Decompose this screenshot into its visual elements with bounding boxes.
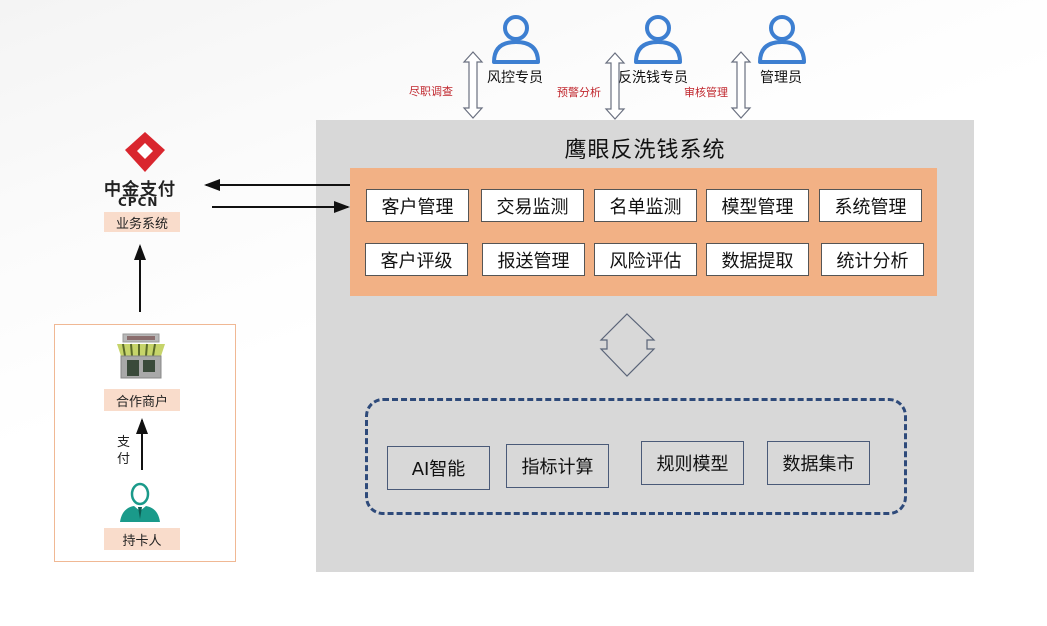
module-panel (350, 168, 937, 296)
module-transaction-monitoring[interactable]: 交易监测 (481, 189, 584, 222)
logo-text-en: CPCN (118, 195, 159, 209)
module-model-management[interactable]: 模型管理 (706, 189, 809, 222)
data-rule-model[interactable]: 规则模型 (641, 441, 744, 485)
module-statistical-analysis[interactable]: 统计分析 (821, 243, 924, 276)
cpcn-logo-icon (125, 132, 165, 172)
double-arrow-icon (730, 51, 752, 119)
merchant-tag: 合作商户 (104, 389, 180, 411)
role-label: 反洗钱专员 (618, 70, 688, 86)
module-list-monitoring[interactable]: 名单监测 (594, 189, 697, 222)
module-data-extraction[interactable]: 数据提取 (706, 243, 809, 276)
module-risk-assessment[interactable]: 风险评估 (594, 243, 697, 276)
user-icon (492, 15, 540, 64)
store-icon (117, 333, 165, 379)
role-label: 风控专员 (487, 70, 543, 86)
module-customer-management[interactable]: 客户管理 (366, 189, 469, 222)
pay-label: 支付 (117, 435, 131, 467)
module-system-management[interactable]: 系统管理 (819, 189, 922, 222)
double-arrow-icon (462, 51, 484, 119)
cardholder-icon (120, 482, 160, 522)
business-system-tag: 业务系统 (104, 212, 180, 232)
module-customer-rating[interactable]: 客户评级 (365, 243, 468, 276)
user-icon (634, 15, 682, 64)
data-layer-group (365, 398, 907, 515)
data-indicator-calc[interactable]: 指标计算 (506, 444, 609, 488)
logo-text-cn: 中金支付 (104, 180, 176, 200)
user-risk-control (490, 12, 542, 64)
user-aml-specialist (632, 12, 684, 64)
action-label: 尽职调查 (409, 85, 453, 98)
action-label: 预警分析 (557, 86, 601, 99)
data-mart[interactable]: 数据集市 (767, 441, 870, 485)
user-icon (758, 15, 806, 64)
action-label: 审核管理 (684, 86, 728, 99)
user-admin (756, 12, 808, 64)
data-ai[interactable]: AI智能 (387, 446, 490, 490)
role-label: 管理员 (760, 70, 802, 86)
module-report-management[interactable]: 报送管理 (482, 243, 585, 276)
system-title: 鹰眼反洗钱系统 (564, 138, 726, 163)
cardholder-tag: 持卡人 (104, 528, 180, 550)
